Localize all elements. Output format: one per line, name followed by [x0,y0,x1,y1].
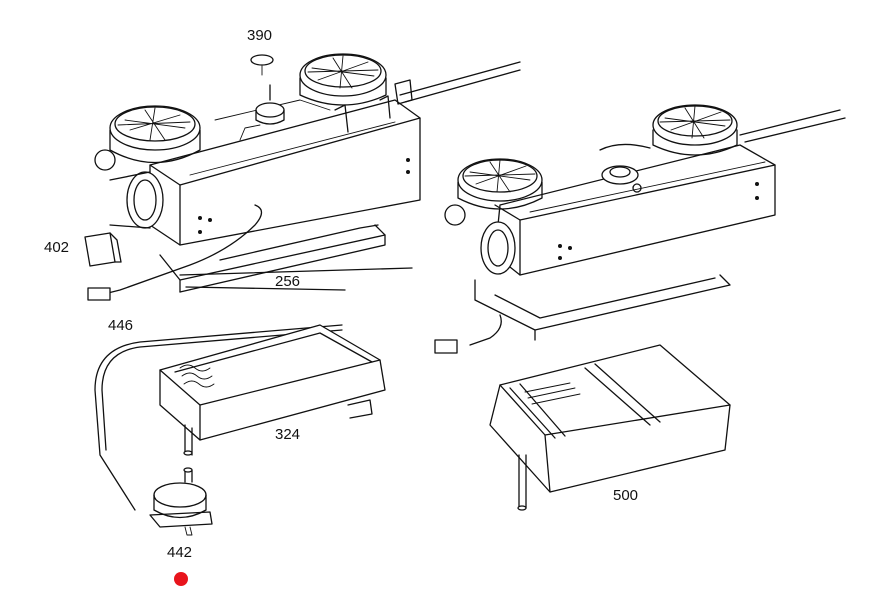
heater-core-500 [489,344,731,511]
cable-256-lower [185,286,346,291]
selected-part-marker[interactable] [174,572,188,586]
callout-446[interactable]: 446 [108,317,134,334]
callout-390[interactable]: 390 [247,27,273,44]
valve-442 [149,467,213,536]
right-blower-unit [434,104,846,354]
cable-256 [179,267,413,276]
callout-256[interactable]: 256 [275,273,301,290]
vacuum-line-446 [94,324,343,511]
callout-324[interactable]: 324 [275,426,301,443]
callout-402[interactable]: 402 [44,239,70,256]
callout-442[interactable]: 442 [167,544,193,561]
callout-500[interactable]: 500 [613,487,639,504]
heater-core-324 [159,324,386,456]
left-blower-unit [84,53,521,301]
vacuum-line-446-inner [101,329,343,451]
